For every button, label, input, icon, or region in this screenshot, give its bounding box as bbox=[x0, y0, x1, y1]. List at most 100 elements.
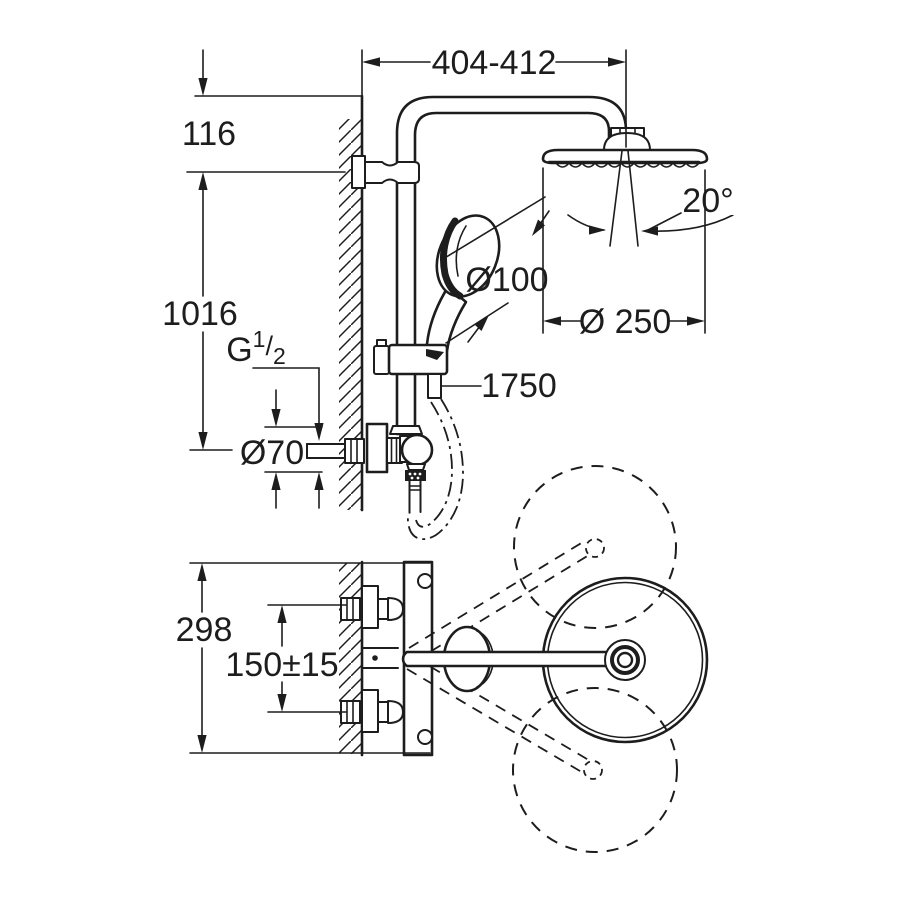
leader-line bbox=[252, 367, 320, 425]
shower-hose bbox=[407, 398, 464, 541]
dim-spray-angle-label: 20° bbox=[682, 182, 733, 220]
dim-hand-shower-diameter-label: Ø100 bbox=[465, 261, 548, 299]
dim-supply-center-distance-label: 150±15 bbox=[225, 646, 338, 684]
mount-escutcheon bbox=[361, 689, 379, 733]
dim-head-shower-diameter: Ø 250 bbox=[542, 167, 706, 341]
hose-outlet-cylinder bbox=[427, 373, 442, 399]
dim-top-width: 404-412 bbox=[362, 44, 627, 148]
arrowhead bbox=[543, 316, 561, 326]
spray-line-right bbox=[627, 150, 639, 247]
arrowhead bbox=[314, 472, 324, 490]
dim-riser-height: 1016 bbox=[162, 172, 238, 451]
knurl-dot bbox=[418, 472, 422, 476]
extension-line bbox=[442, 196, 546, 260]
hub-ring-middle bbox=[610, 645, 640, 675]
mount-union bbox=[377, 701, 389, 723]
hose-connector-cone bbox=[406, 463, 426, 471]
hose-chain-line-inner bbox=[415, 401, 453, 528]
dim-thread-label: G1/2 bbox=[226, 326, 286, 369]
arrowhead bbox=[197, 735, 207, 753]
hose-connector-knurl bbox=[405, 470, 426, 481]
bracket-arm bbox=[364, 161, 420, 184]
dim-riser-height-label: 1016 bbox=[162, 295, 238, 333]
dim-hand-shower-diameter: Ø100 bbox=[442, 196, 550, 344]
dim-hose-length-label: 1750 bbox=[481, 367, 557, 405]
center-mark-dot bbox=[372, 655, 378, 661]
holder-body bbox=[387, 343, 449, 376]
swivel-arm-upper-b bbox=[414, 554, 590, 662]
spray-cone-lines bbox=[609, 150, 639, 247]
arrowhead bbox=[198, 432, 208, 450]
thermostat-valve-side-view bbox=[306, 422, 434, 513]
wall-escutcheon bbox=[365, 422, 389, 474]
arm-hub-plan bbox=[604, 639, 646, 681]
dim-top-offset-label: 116 bbox=[182, 115, 236, 153]
mount-dome bbox=[387, 597, 404, 621]
dim-spray-angle: 20° bbox=[567, 182, 736, 236]
label-backing bbox=[682, 184, 736, 215]
swivel-circle-lower bbox=[512, 687, 678, 853]
body-screw-bottom bbox=[417, 729, 433, 745]
swivel-hub-lower bbox=[583, 760, 603, 780]
arrowhead bbox=[362, 57, 380, 67]
arrowhead bbox=[641, 226, 658, 236]
dim-supply-center-distance: 150±15 bbox=[225, 604, 347, 713]
supply-mount-bottom bbox=[340, 689, 404, 733]
holder-notch bbox=[426, 349, 444, 360]
holder-knob bbox=[373, 345, 390, 375]
hub-ring-inner bbox=[616, 651, 634, 669]
arrowhead bbox=[271, 409, 281, 427]
swivel-arm-lower-b bbox=[413, 656, 593, 763]
knurl-dot bbox=[416, 476, 420, 480]
arrowhead bbox=[687, 316, 705, 326]
hand-shower-head-outline bbox=[435, 214, 501, 298]
swivel-circle-upper bbox=[513, 465, 677, 629]
swivel-range bbox=[406, 465, 678, 853]
dim-escutcheon-diameter: Ø70 bbox=[240, 389, 324, 509]
swivel-hub-upper bbox=[585, 538, 605, 558]
riser-base-flare bbox=[389, 425, 423, 435]
swivel-arm-lower-a bbox=[406, 668, 586, 775]
wall-hatch-upper bbox=[339, 119, 362, 510]
arrowhead bbox=[198, 78, 208, 96]
spray-line-left bbox=[609, 150, 623, 247]
leader-line bbox=[647, 212, 682, 231]
arrowhead bbox=[314, 423, 324, 441]
supply-hex-nut bbox=[344, 438, 365, 464]
bracket-wall-plate bbox=[351, 155, 366, 189]
arrowhead bbox=[475, 315, 489, 331]
dim-top-width-label: 404-412 bbox=[432, 44, 557, 82]
arrowhead bbox=[277, 605, 287, 623]
dim-plan-height: 298 bbox=[176, 562, 431, 754]
extension-line bbox=[445, 302, 509, 344]
mount-dome bbox=[387, 700, 404, 724]
shower-arm-plan bbox=[401, 650, 621, 668]
angle-arc-left bbox=[567, 214, 605, 231]
knurl-dot bbox=[413, 472, 417, 476]
head-shower-nozzle-band bbox=[555, 161, 700, 168]
body-screw-top bbox=[417, 573, 433, 589]
arrowhead bbox=[197, 563, 207, 581]
arrowhead bbox=[532, 219, 545, 236]
hand-shower-face-band bbox=[439, 217, 464, 300]
hose-chain-line-outer bbox=[407, 398, 464, 541]
dim-escutcheon-diameter-label: Ø70 bbox=[240, 434, 304, 472]
dim-head-shower-diameter-label: Ø 250 bbox=[579, 303, 672, 341]
head-shower-ball-joint bbox=[603, 132, 651, 151]
dim-top-offset: 116 bbox=[182, 49, 363, 173]
swivel-arm-upper-a bbox=[408, 541, 584, 649]
mount-escutcheon bbox=[361, 585, 379, 629]
arrowhead bbox=[271, 472, 281, 490]
valve-knob-side bbox=[400, 433, 434, 467]
hand-shower-head bbox=[435, 214, 501, 300]
riser-wall-bracket bbox=[351, 155, 420, 189]
arrowhead bbox=[608, 57, 626, 67]
mount-union bbox=[377, 598, 389, 620]
knurl-dot bbox=[410, 476, 414, 480]
dim-thread: G1/2 bbox=[226, 326, 324, 441]
wall-section-plan-view bbox=[339, 560, 364, 757]
head-shower bbox=[541, 127, 709, 168]
mount-hex bbox=[340, 597, 361, 621]
